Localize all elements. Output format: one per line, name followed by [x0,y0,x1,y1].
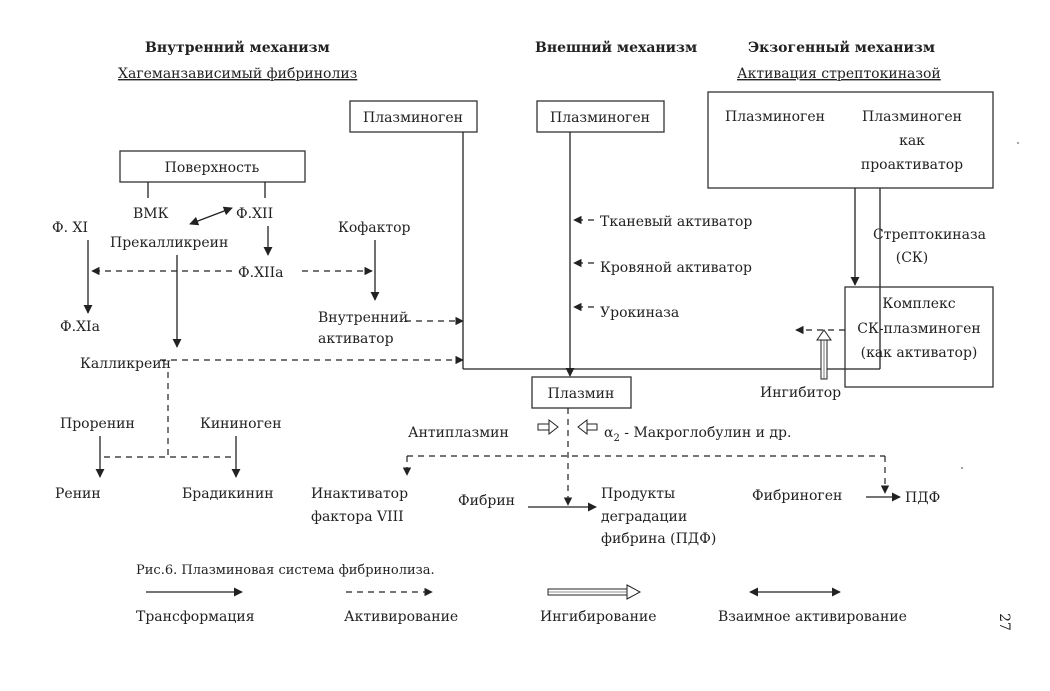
complex-label-1: Комплекс [882,296,955,312]
macroglobulin-label: α2 - Макроглобулин и др. [604,425,791,444]
plasmin-box [531,376,632,409]
complex-label-2: СК-плазминоген [857,321,980,337]
surface-box [119,150,306,183]
f11-label: Ф. XI [52,220,88,236]
extrinsic-title: Внешний механизм [535,39,697,56]
scan-speck [961,467,963,469]
inactivator-label-2: фактора VIII [311,509,404,525]
macroglobulin-inhibit-arrow [577,418,598,436]
proactivator-label-3: проактиватор [861,157,963,173]
inactivator-label-1: Инактиватор [311,486,408,502]
exogenous-subtitle: Активация стрептокиназой [737,66,941,82]
cofactor-label: Кофактор [338,220,410,236]
exogenous-title: Экзогенный механизм [748,39,935,56]
f12a-label: Ф.XIIа [238,265,283,281]
proactivator-label-1: Плазминоген [862,109,962,125]
fibrin-label: Фибрин [458,493,515,509]
tissue-activator-label: Тканевый активатор [600,214,752,230]
inhibitor-label: Ингибитор [760,385,841,401]
vmk-f12-mutual-arrow [189,206,233,226]
scan-speck [1017,142,1019,144]
plasminogen-right-label: Плазминоген [725,109,825,125]
prorenin-label: Проренин [60,416,135,432]
plasmin-label: Плазмин [548,386,615,402]
products-label-1: Продукты [601,486,675,502]
internal-activator-label-2: активатор [318,331,394,347]
surface-label: Поверхность [165,160,260,176]
legend-transformation-label: Трансформация [136,609,255,625]
fibrinogen-label: Фибриноген [752,488,842,504]
products-label-3: фибрина (ПДФ) [601,531,716,547]
complex-label-3: (как активатор) [861,345,978,361]
plasminogen-mid-label: Плазминоген [550,110,650,126]
sk-complex-box [844,286,994,388]
kallikrein-label: Калликреин [80,356,171,372]
f12-label: Ф.XII [236,206,273,222]
page-number: 27 [996,613,1012,631]
figure-caption: Рис.6. Плазминовая система фибринолиза. [136,563,435,578]
products-label-2: деградации [601,509,687,525]
f11a-label: Ф.XIа [60,319,100,335]
kininogen-label: Кининоген [200,416,282,432]
bradykinin-label: Брадикинин [182,486,274,502]
legend-activation-label: Активирование [344,609,458,625]
antiplasmin-label: Антиплазмин [408,425,509,441]
inhibitor-arrow [816,329,832,380]
pdf-label: ПДФ [905,490,940,506]
intrinsic-title: Внутренний механизм [145,39,330,56]
intrinsic-subtitle: Хагеманзависимый фибринолиз [118,66,357,82]
vmk-label: ВМК [133,206,169,222]
internal-activator-label-1: Внутренний [318,310,408,326]
plasminogen-box-left [349,100,478,133]
prekallikrein-label: Прекалликреин [110,235,228,251]
legend-inhibition-label: Ингибирование [540,609,657,625]
streptokinase-label-1: Стрептокиназа [873,227,986,243]
antiplasmin-inhibit-arrow [537,418,559,436]
renin-label: Ренин [55,486,101,502]
exogenous-plasminogen-box [707,91,994,189]
plasminogen-box-mid [536,100,665,133]
urokinase-label: Урокиназа [600,305,679,321]
proactivator-label-2: как [899,133,925,149]
plasminogen-left-label: Плазминоген [363,110,463,126]
streptokinase-label-2: (СК) [896,250,928,266]
legend-mutual-label: Взаимное активирование [718,609,907,625]
legend-inhibition-arrow [547,584,642,600]
blood-activator-label: Кровяной активатор [600,260,752,276]
